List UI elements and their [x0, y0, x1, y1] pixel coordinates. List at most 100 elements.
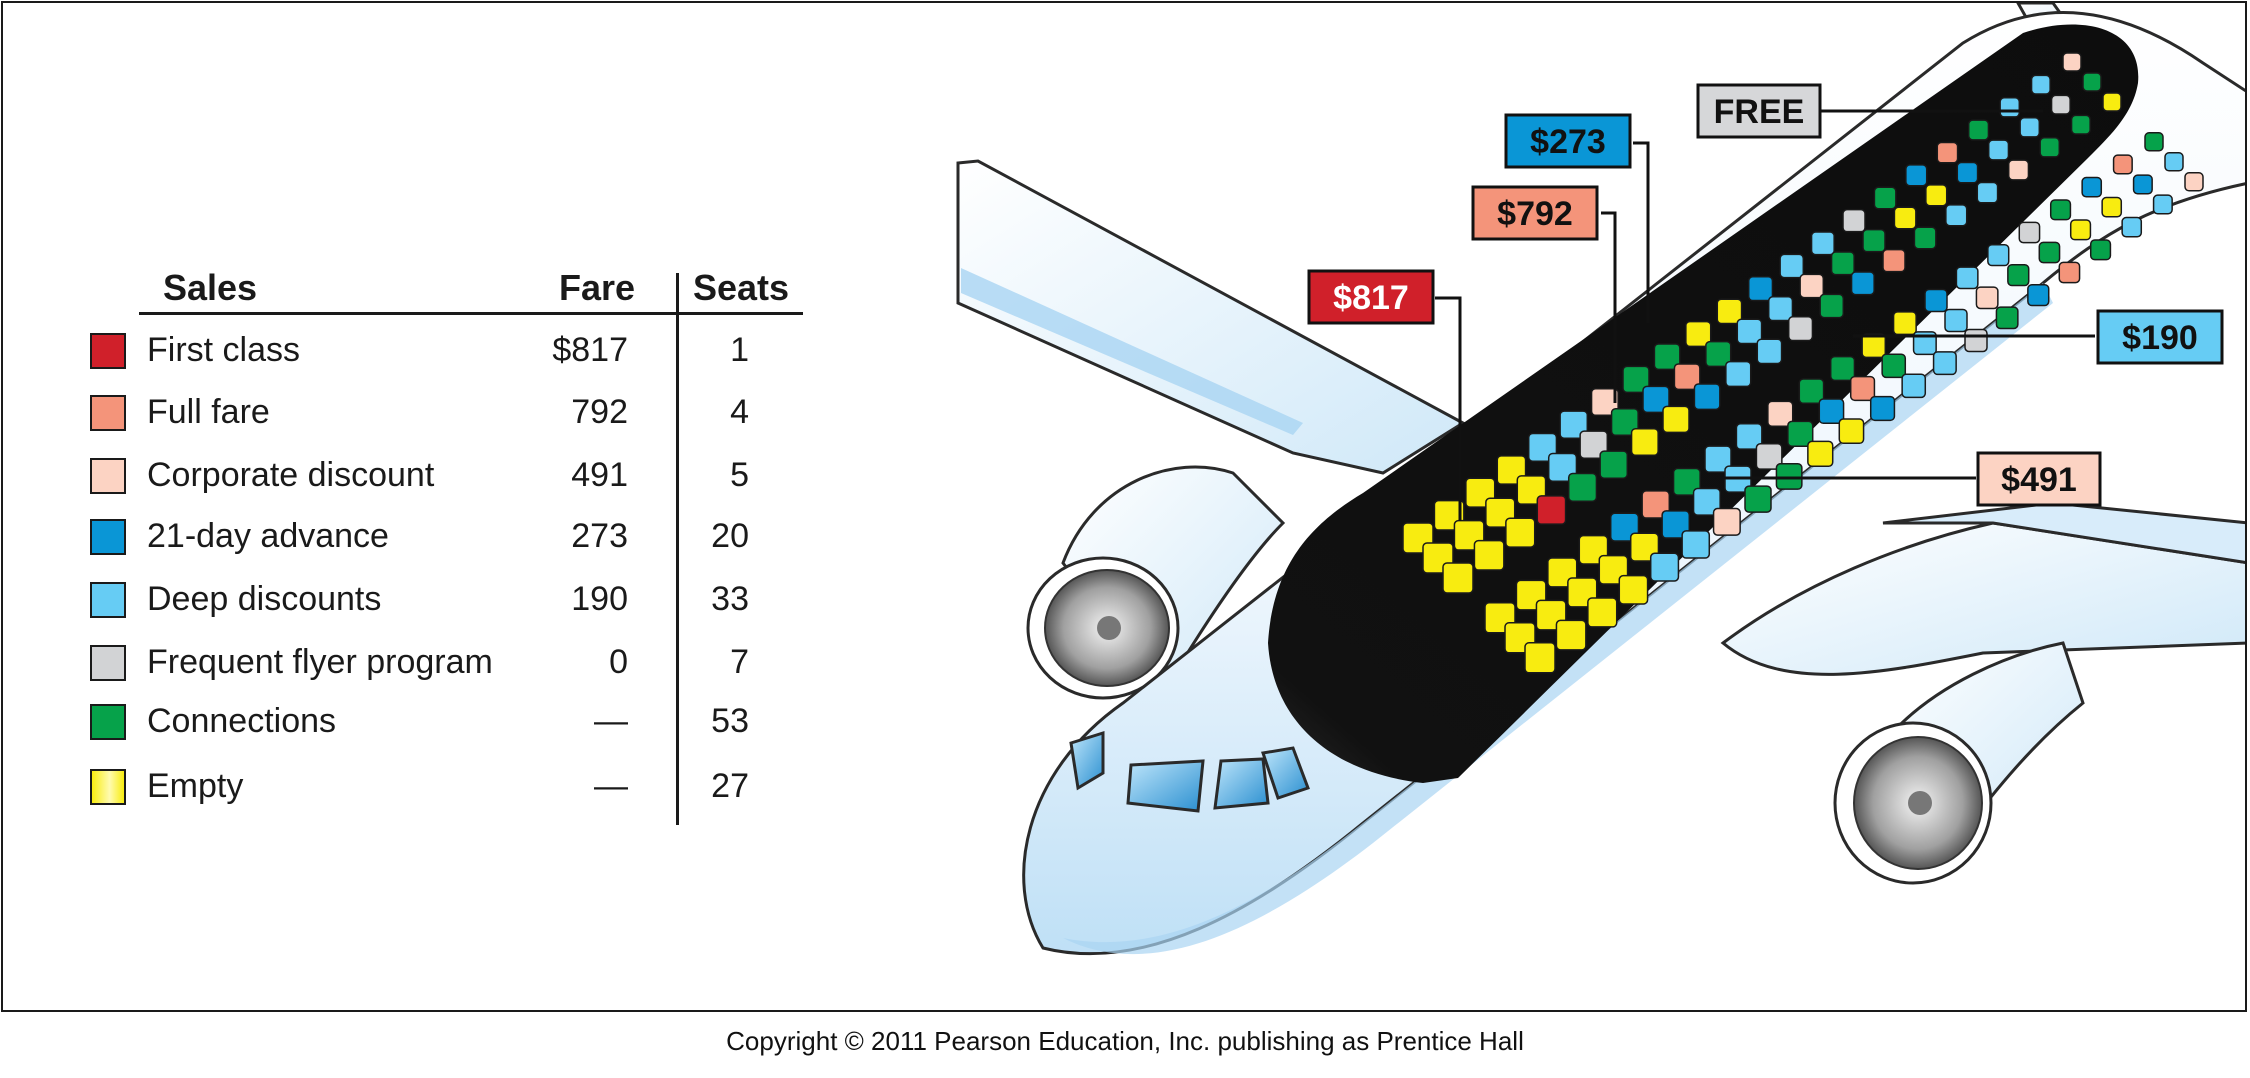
seat: [1829, 355, 1856, 382]
seat: [1610, 407, 1639, 437]
seat: [1672, 467, 1701, 496]
seat: [1818, 398, 1845, 425]
seat: [1873, 186, 1897, 210]
seat: [1555, 619, 1587, 651]
seat: [1579, 430, 1609, 459]
seat: [1767, 296, 1794, 322]
seat: [1999, 97, 2021, 118]
seat: [1685, 320, 1712, 348]
swatch-first-class: [90, 333, 126, 369]
cabin-seats: [1402, 52, 2204, 674]
seat: [2069, 219, 2092, 241]
seat: [2144, 132, 2164, 152]
seat: [1830, 251, 1855, 276]
seat: [1704, 445, 1732, 473]
seat: [2058, 261, 2081, 284]
right-wing: [1720, 521, 2245, 676]
swatch-full-fare: [90, 395, 126, 431]
row-label: Corporate discount: [147, 456, 435, 494]
seat: [1936, 141, 1959, 164]
swatch-21-day-advance: [90, 519, 126, 555]
seat: [2132, 174, 2153, 195]
seat: [1536, 495, 1567, 525]
seat: [1945, 204, 1968, 227]
column-divider: [676, 273, 679, 825]
row-label: Full fare: [147, 393, 270, 431]
seat: [1967, 119, 1990, 141]
legend-row: Empty — 27: [3, 765, 903, 815]
fare-legend-table: Sales Fare Seats First class $817 1 Full…: [3, 3, 903, 1003]
seat: [1567, 472, 1598, 502]
swatch-frequent-flyer: [90, 645, 126, 681]
seat: [1842, 208, 1866, 233]
row-label: Deep discounts: [147, 580, 382, 618]
seat: [1662, 405, 1690, 434]
seat: [1653, 343, 1681, 371]
seat: [2152, 194, 2173, 215]
callout-free-text: FREE: [1714, 93, 1805, 131]
seat: [1693, 383, 1721, 411]
swatch-corporate-discount: [90, 458, 126, 494]
seat: [1473, 539, 1505, 571]
row-label: Connections: [147, 702, 337, 740]
row-fare: 491: [571, 456, 628, 494]
row-fare: 0: [609, 643, 628, 681]
seat: [1955, 266, 1979, 290]
callout-491: $491: [1976, 451, 2102, 507]
copyright-footer: Copyright © 2011 Pearson Education, Inc.…: [726, 1026, 1524, 1056]
seat: [2007, 263, 2030, 287]
row-label: First class: [147, 331, 300, 369]
row-seats: 5: [730, 456, 749, 494]
seat: [1725, 360, 1752, 388]
seat: [2082, 72, 2102, 92]
seat: [2019, 117, 2041, 138]
seat: [1869, 395, 1896, 422]
seat: [2184, 172, 2204, 192]
seat: [1807, 440, 1834, 467]
row-fare: 792: [571, 393, 628, 431]
seat: [1587, 597, 1618, 628]
seat: [2112, 154, 2133, 175]
seat: [1881, 353, 1907, 379]
swatch-empty: [90, 769, 126, 805]
seat: [1505, 517, 1536, 548]
seat: [1747, 276, 1774, 302]
seat: [1673, 363, 1701, 391]
seat: [1850, 271, 1875, 296]
callout-190: $190: [2096, 309, 2224, 365]
legend-row: Corporate discount 491 5: [3, 454, 903, 504]
cockpit-windows: [1069, 730, 1310, 813]
seat: [1838, 418, 1865, 445]
row-label: 21-day advance: [147, 517, 389, 555]
seat: [1956, 161, 1979, 184]
seat: [1767, 400, 1794, 427]
callout-491-text: $491: [2001, 461, 2077, 499]
swatch-connections: [90, 704, 126, 740]
seat: [1787, 316, 1814, 342]
row-fare: 190: [571, 580, 628, 618]
row-seats: 20: [711, 517, 749, 555]
header-fare: Fare: [559, 267, 636, 308]
seat: [1630, 427, 1659, 457]
left-wing: [956, 159, 1466, 475]
row-seats: 1: [730, 331, 749, 369]
seat: [2050, 94, 2071, 115]
seat: [1924, 288, 1948, 313]
seat: [2062, 52, 2082, 72]
seat: [1892, 311, 1917, 336]
seat: [2039, 137, 2061, 158]
callout-273-text: $273: [1530, 123, 1606, 161]
seat: [2030, 74, 2051, 95]
seat: [1905, 164, 1928, 187]
callout-792: $792: [1471, 185, 1599, 241]
seat: [1692, 487, 1721, 516]
seat: [2164, 152, 2184, 172]
right-engine: [1833, 641, 2085, 885]
row-seats: 33: [711, 580, 749, 618]
figure-frame: Sales Fare Seats First class $817 1 Full…: [1, 1, 2247, 1012]
legend-row: Connections — 53: [3, 700, 903, 750]
seat: [1712, 507, 1741, 536]
seat: [1649, 552, 1680, 582]
swatch-deep-discounts: [90, 582, 126, 618]
seat: [1925, 184, 1948, 207]
